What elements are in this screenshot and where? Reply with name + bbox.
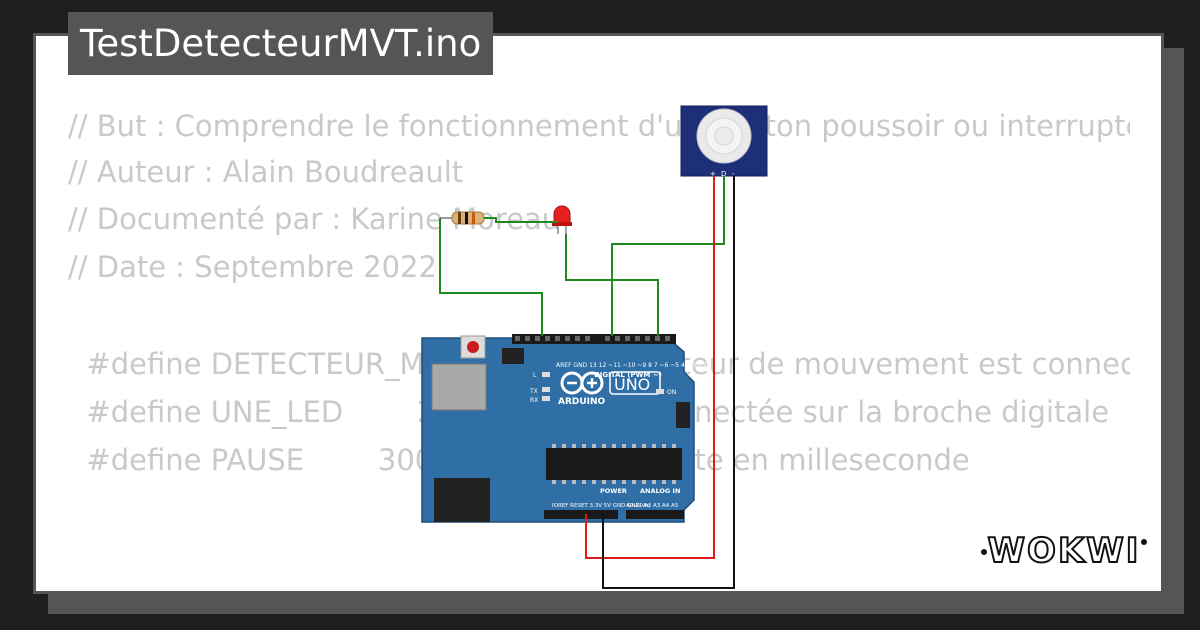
analog-label: ANALOG IN <box>640 487 680 495</box>
digital-pin-labels: AREF GND 13 12 ~11 ~10 ~9 8 7 ~6 ~5 4 ~3… <box>556 362 721 369</box>
led-tx-label: TX <box>529 388 538 395</box>
power-pin-labels: IOREF RESET 3.3V 5V GND GND Vin <box>552 503 651 509</box>
code-line: // Documenté par : Karine Moreau <box>68 202 561 236</box>
analog-header <box>626 510 684 519</box>
arduino-logo-icon <box>560 371 604 395</box>
digital-label: DIGITAL (PWM ~) <box>594 371 662 379</box>
power-label: POWER <box>600 487 627 495</box>
window-title: TestDetecteurMVT.ino <box>68 12 494 75</box>
wire-sensor-5v <box>585 176 715 559</box>
icsp-header <box>502 348 524 364</box>
wire-sensor-gnd <box>602 176 735 589</box>
pir-motion-sensor[interactable]: + D - <box>680 105 768 178</box>
code-line: // Date : Septembre 2022 <box>68 250 437 284</box>
microcontroller-chip <box>546 448 682 480</box>
sensor-pin-label: + <box>710 170 716 178</box>
red-led[interactable] <box>552 205 572 234</box>
wokwi-logo: WOKWI <box>981 530 1147 572</box>
resistor[interactable] <box>440 211 496 225</box>
led-l-label: L <box>533 372 537 379</box>
usb-port <box>431 363 487 411</box>
led-on <box>656 389 664 394</box>
wokwi-logo-text: WOKWI <box>988 531 1141 571</box>
led-l <box>542 372 550 377</box>
power-header <box>544 510 618 519</box>
code-line: // Auteur : Alain Boudreault <box>68 155 464 189</box>
led-rx-label: RX <box>530 397 538 404</box>
icsp-header <box>676 402 690 428</box>
analog-pin-labels: A0 A1 A2 A3 A4 A5 <box>626 503 679 509</box>
digital-header <box>512 334 676 344</box>
reset-button-cap[interactable] <box>467 341 479 353</box>
arduino-model: UNO <box>614 375 650 394</box>
wires <box>439 176 735 589</box>
sensor-pin-label: - <box>732 170 735 178</box>
wire-sensor-pin3 <box>611 176 725 336</box>
led-rx <box>542 396 550 401</box>
led-tx <box>542 387 550 392</box>
wire-resistor-led <box>484 217 558 223</box>
arduino-brand: ARDUINO <box>558 397 606 407</box>
wire-resistor-gnd <box>439 218 543 336</box>
arduino-uno-board[interactable]: AREF GND 13 12 ~11 ~10 ~9 8 7 ~6 ~5 4 ~3… <box>421 334 721 523</box>
code-line: #define UNE_LED 2 // La led est connecté… <box>86 395 1110 429</box>
sensor-pin-label: D <box>721 170 726 178</box>
power-jack <box>434 478 490 522</box>
led-on-label: ON <box>667 389 676 396</box>
